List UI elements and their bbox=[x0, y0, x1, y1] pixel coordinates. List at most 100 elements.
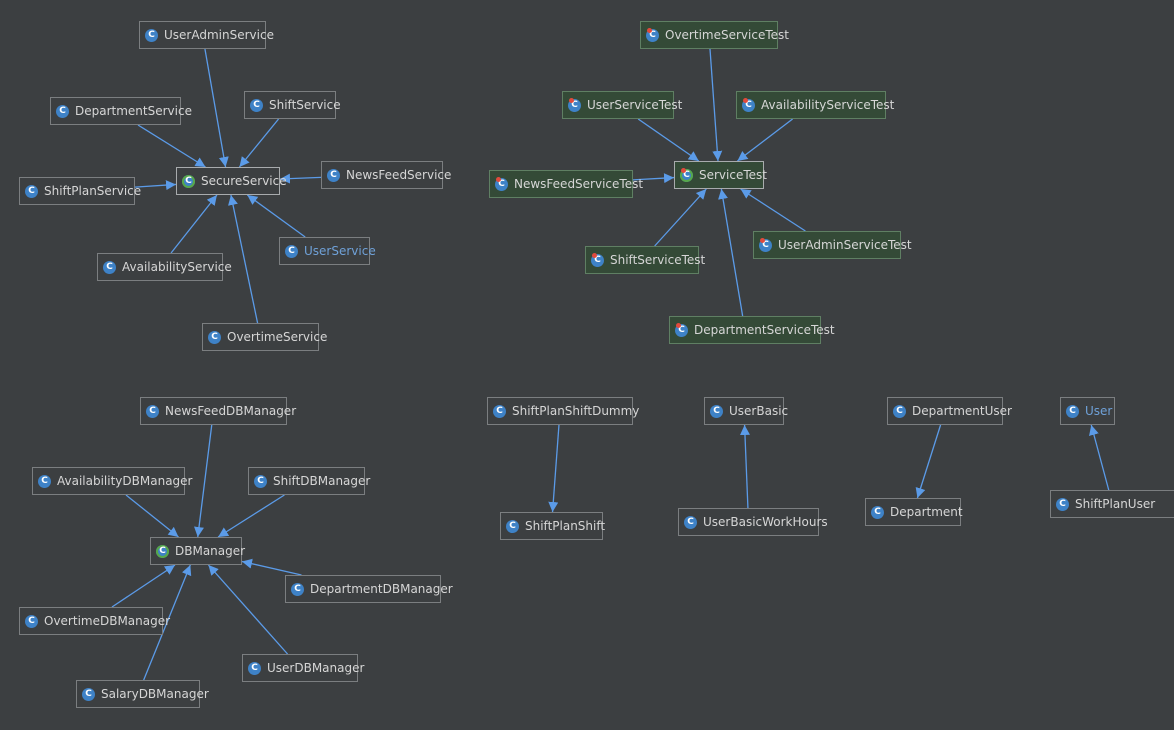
class-node-user-admin-service[interactable]: C UserAdminService bbox=[139, 21, 274, 49]
class-node-label: UserBasicWorkHours bbox=[703, 515, 828, 529]
class-node-label: ShiftDBManager bbox=[273, 474, 371, 488]
class-node-label: OvertimeService bbox=[227, 330, 328, 344]
class-icon: C bbox=[146, 404, 159, 418]
inheritance-arrow bbox=[170, 194, 218, 254]
inheritance-arrow bbox=[548, 424, 560, 513]
test-class-icon: C bbox=[646, 27, 659, 42]
class-icon: C bbox=[250, 98, 263, 112]
class-node-label: Department bbox=[890, 505, 963, 519]
class-node-news-feed-service[interactable]: C NewsFeedService bbox=[321, 161, 451, 189]
class-node-overtime-service-test[interactable]: C OvertimeServiceTest bbox=[640, 21, 789, 49]
inheritance-arrow bbox=[204, 48, 229, 168]
class-node-label: DepartmentServiceTest bbox=[694, 323, 835, 337]
class-node-label: NewsFeedServiceTest bbox=[514, 177, 644, 191]
inheritance-arrow bbox=[246, 194, 306, 238]
inheritance-arrow bbox=[718, 188, 744, 317]
class-icon: C bbox=[145, 28, 158, 42]
class-node-label: ShiftPlanShift bbox=[525, 519, 606, 533]
class-node-label: SecureService bbox=[201, 174, 287, 188]
class-node-label: AvailabilityServiceTest bbox=[761, 98, 895, 112]
class-node-label: UserServiceTest bbox=[587, 98, 683, 112]
test-class-icon: C bbox=[495, 176, 508, 191]
abstract-class-icon: C bbox=[680, 167, 693, 182]
class-node-availability-service[interactable]: C AvailabilityService bbox=[97, 253, 232, 281]
class-node-label: DepartmentUser bbox=[912, 404, 1012, 418]
class-node-label: DBManager bbox=[175, 544, 246, 558]
inheritance-arrow bbox=[194, 424, 213, 538]
inheritance-arrow bbox=[709, 48, 723, 162]
class-icon: C bbox=[254, 474, 267, 488]
class-node-label: UserAdminService bbox=[164, 28, 274, 42]
inheritance-arrow bbox=[1089, 424, 1110, 491]
class-node-label: OvertimeServiceTest bbox=[665, 28, 789, 42]
class-node-shift-service[interactable]: C ShiftService bbox=[244, 91, 341, 119]
test-class-icon: C bbox=[675, 322, 688, 337]
test-class-icon: C bbox=[591, 252, 604, 267]
class-node-user[interactable]: C User bbox=[1060, 397, 1115, 425]
class-node-user-admin-service-test[interactable]: C UserAdminServiceTest bbox=[753, 231, 912, 259]
class-icon: C bbox=[38, 474, 51, 488]
class-node-department-service-test[interactable]: C DepartmentServiceTest bbox=[669, 316, 835, 344]
class-icon: C bbox=[291, 582, 304, 596]
inheritance-arrow bbox=[740, 188, 806, 232]
class-node-availability-service-test[interactable]: C AvailabilityServiceTest bbox=[736, 91, 894, 119]
class-node-news-feed-service-test[interactable]: C NewsFeedServiceTest bbox=[489, 170, 643, 198]
class-node-shift-plan-shift[interactable]: C ShiftPlanShift bbox=[500, 512, 606, 540]
class-node-label: ShiftServiceTest bbox=[610, 253, 706, 267]
class-icon: C bbox=[285, 244, 298, 258]
inheritance-arrow bbox=[217, 494, 285, 538]
class-node-label: DepartmentService bbox=[75, 104, 192, 118]
class-node-user-dbmanager[interactable]: C UserDBManager bbox=[242, 654, 364, 682]
test-class-icon: C bbox=[759, 237, 772, 252]
inheritance-arrow bbox=[737, 118, 793, 162]
class-icon: C bbox=[25, 184, 38, 198]
abstract-class-icon: C bbox=[182, 174, 195, 188]
test-class-icon: C bbox=[742, 97, 755, 112]
class-node-user-service[interactable]: C UserService bbox=[279, 237, 376, 265]
inheritance-arrow bbox=[137, 124, 206, 168]
class-node-label: ShiftPlanService bbox=[44, 184, 142, 198]
class-node-shift-service-test[interactable]: C ShiftServiceTest bbox=[585, 246, 705, 274]
class-icon: C bbox=[248, 661, 261, 675]
class-node-shift-dbmanager[interactable]: C ShiftDBManager bbox=[248, 467, 370, 495]
class-node-label: UserService bbox=[304, 244, 376, 258]
class-node-department-service[interactable]: C DepartmentService bbox=[50, 97, 192, 125]
class-icon: C bbox=[82, 687, 95, 701]
inheritance-arrow bbox=[238, 118, 280, 168]
class-icon: C bbox=[1066, 404, 1079, 418]
class-node-user-basic-work-hours[interactable]: C UserBasicWorkHours bbox=[678, 508, 828, 536]
class-node-shift-plan-service[interactable]: C ShiftPlanService bbox=[19, 177, 141, 205]
class-node-secure-service[interactable]: C SecureService bbox=[176, 167, 287, 195]
class-node-label: UserAdminServiceTest bbox=[778, 238, 912, 252]
inheritance-arrow bbox=[637, 118, 700, 162]
class-node-label: ShiftService bbox=[269, 98, 341, 112]
inheritance-arrow bbox=[228, 194, 259, 324]
class-icon: C bbox=[327, 168, 340, 182]
class-icon: C bbox=[710, 404, 723, 418]
class-icon: C bbox=[506, 519, 519, 533]
class-node-label: ShiftPlanUser bbox=[1075, 497, 1156, 511]
class-icon: C bbox=[103, 260, 116, 274]
class-node-label: AvailabilityService bbox=[122, 260, 232, 274]
class-node-label: NewsFeedService bbox=[346, 168, 452, 182]
inheritance-arrow bbox=[125, 494, 179, 538]
class-node-label: User bbox=[1085, 404, 1113, 418]
class-node-label: UserDBManager bbox=[267, 661, 365, 675]
class-icon: C bbox=[56, 104, 69, 118]
class-icon: C bbox=[684, 515, 697, 529]
